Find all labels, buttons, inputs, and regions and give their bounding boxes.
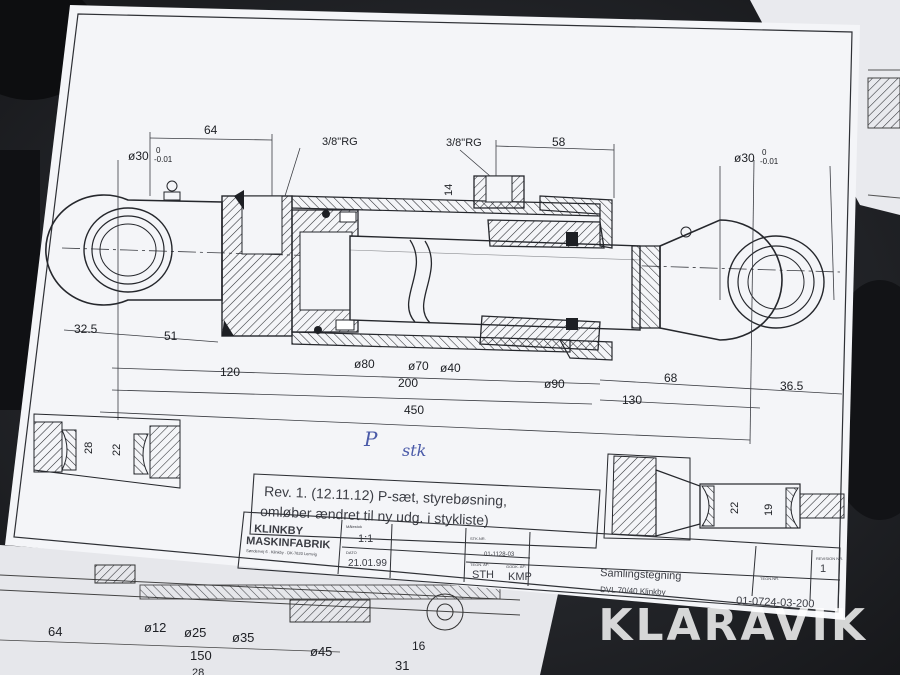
lower-dim-label: ø45 [310, 644, 332, 659]
drawn-by: STH [472, 569, 494, 581]
title-block: Rev. 1. (12.11.12) P-sæt, styrebøsning, … [237, 473, 843, 613]
drawing-number: 01-0724-03-200 [736, 595, 815, 610]
dim-rod-dia: ø70 [408, 359, 429, 373]
dim-detail-22: 22 [111, 444, 123, 456]
company-address: Søndervej 6 . Klinkby . DK-7620 Lemvig [246, 548, 317, 557]
revision-number: 1 [820, 563, 826, 575]
dim-len-68: 68 [664, 371, 678, 385]
lower-dim-label: 64 [48, 624, 62, 639]
drawing-subtitle: DVL 70/40 Klinkby [600, 585, 666, 597]
dim-len-120: 120 [220, 365, 240, 379]
dim-len-450: 450 [404, 403, 424, 417]
dim-detail-right-22: 22 [729, 502, 741, 514]
handwritten-mark-p: P [363, 427, 378, 451]
dim-bore-right: ø30 [734, 151, 755, 165]
dim-thread-left: 3/8"RG [322, 136, 358, 148]
dim-len-36: 36.5 [780, 379, 804, 393]
scale-value: 1:1 [358, 533, 373, 545]
label-approved: GODK. AF: [506, 564, 526, 569]
lower-dim-label: 16 [412, 639, 426, 653]
detail-left-section: 28 22 [33, 413, 181, 489]
dim-bore-tol: 0 [762, 148, 767, 157]
dim-detail-right-19: 19 [763, 504, 775, 516]
dim-bore-tol: -0.01 [154, 155, 173, 164]
dim-bore-tol: -0.01 [760, 157, 779, 166]
label-date: DATO [346, 550, 357, 555]
company-name-2: MASKINFABRIK [246, 535, 331, 551]
gland [479, 195, 613, 361]
lower-dim-label: 28 [192, 667, 204, 675]
handwritten-mark-stk: stk [402, 441, 426, 460]
dim-detail-28: 28 [83, 442, 95, 454]
label-revision: REVISION NR. [816, 556, 843, 561]
stock-no: 01-1128-03 [484, 552, 515, 558]
dimension-lines [63, 132, 843, 445]
klaravik-watermark: KLARAVIK [598, 600, 868, 651]
dim-offset-left: 32.5 [74, 322, 98, 336]
dim-len-130: 130 [622, 393, 642, 407]
dim-len-200: 200 [398, 376, 418, 390]
piston-rod [349, 235, 641, 331]
approved-by: KMP [508, 571, 532, 583]
drawing-title: Samlingstegning [600, 567, 682, 583]
detail-right-section: 22 19 [603, 453, 845, 541]
dim-thread-right: 3/8"RG [446, 137, 482, 149]
dim-tube-dia: ø80 [354, 357, 375, 371]
dim-head-length: 51 [164, 329, 178, 343]
lower-dim-label: ø12 [144, 620, 166, 635]
main-drawing-sheet: 64 3/8"RG 3/8"RG 58 14 ø30 0 -0.01 ø30 0… [5, 5, 860, 620]
lower-dim-label: 150 [190, 648, 212, 663]
dim-piston-rod-dia: ø40 [440, 361, 461, 375]
dimension-labels: 64 3/8"RG 3/8"RG 58 14 ø30 0 -0.01 ø30 0… [74, 123, 804, 417]
lower-dim-label: 31 [395, 658, 409, 673]
label-drawing-no: TEGN.NR. [760, 576, 779, 581]
right-rod-eye [631, 219, 825, 341]
left-rod-eye [45, 180, 223, 306]
dim-bore-left: ø30 [128, 149, 149, 163]
lower-dim-label: ø25 [184, 625, 206, 640]
dim-eye-left-width: 64 [204, 123, 218, 137]
dim-port-height: 14 [443, 184, 455, 196]
company-name-1: KLINKBY [254, 523, 304, 538]
dim-gland-dia: ø90 [544, 377, 565, 391]
dim-bore-tol: 0 [156, 146, 161, 155]
hydraulic-port [473, 175, 525, 209]
piston [291, 209, 359, 334]
label-drawn: TEGN. AF: [470, 562, 489, 567]
label-stock: STK.NR. [470, 536, 486, 541]
cylinder-head [221, 190, 293, 337]
dim-port-width: 58 [552, 135, 566, 149]
label-scale: Målestok [346, 524, 362, 529]
date-value: 21.01.99 [348, 558, 387, 569]
lower-dim-label: ø35 [232, 630, 254, 645]
